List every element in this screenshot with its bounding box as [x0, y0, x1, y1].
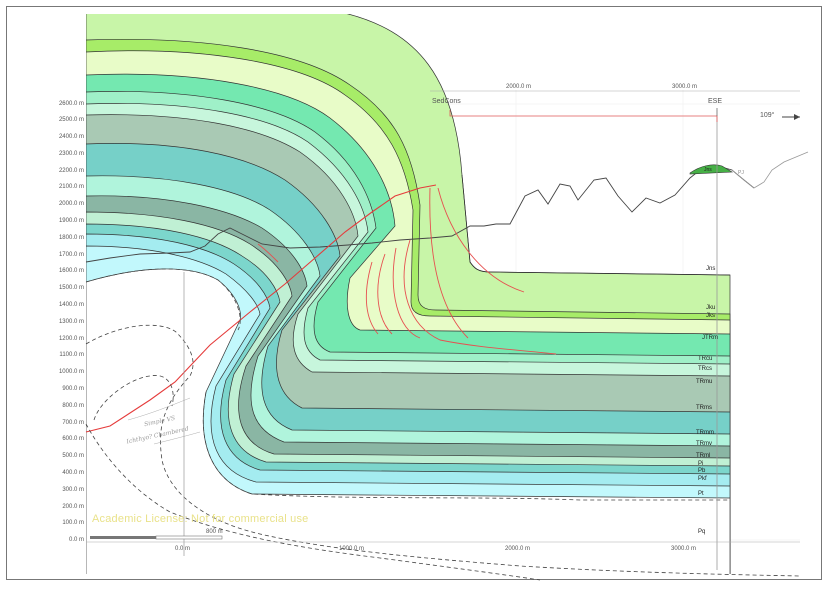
depth-label: 2200.0 m	[58, 168, 84, 174]
unit-label-pb: Pb	[698, 468, 706, 474]
side-label: PJ	[738, 170, 744, 176]
depth-label: 400.0 m	[62, 470, 84, 476]
unit-label-trcs: TRcs	[698, 366, 712, 372]
depth-label: 500.0 m	[62, 453, 84, 459]
depth-label: 800.0 m	[62, 403, 84, 409]
depth-label: 2000.0 m	[58, 201, 84, 207]
unit-label-trmu: TRmu	[696, 379, 713, 385]
unit-label-trmm: TRmm	[696, 430, 714, 436]
depth-label: 700.0 m	[62, 420, 84, 426]
depth-label: 1100.0 m	[59, 352, 84, 358]
watermark: Academic License: Not for commercial use	[92, 513, 309, 525]
splay-faults	[257, 187, 557, 355]
topography-extension	[731, 151, 809, 189]
depth-label: 1000.0 m	[58, 369, 84, 375]
depth-label: 2500.0 m	[58, 117, 84, 123]
depth-label: 1200.0 m	[58, 336, 84, 342]
unit-label-pq: Pq	[698, 529, 706, 535]
depth-label: 1400.0 m	[58, 302, 84, 308]
azimuth-label: 109°	[760, 112, 775, 119]
unit-label-trmv: TRmv	[696, 441, 712, 447]
unit-label-pkf: Pkf	[698, 476, 707, 482]
unit-label-trml: TRml	[696, 453, 711, 459]
peak-cap	[689, 164, 734, 175]
scale-bar	[90, 535, 223, 540]
depth-label: 1800.0 m	[58, 235, 84, 241]
depth-label: 900.0 m	[62, 386, 84, 392]
fold-bands	[86, 14, 731, 574]
depth-label: 2100.0 m	[58, 184, 84, 190]
depth-label: 0.0 m	[68, 537, 84, 543]
peak-label: Jns	[704, 167, 712, 173]
main-fault	[85, 184, 437, 433]
unit-label-trcu: TRcu	[698, 356, 713, 362]
unit-label-jtrm: JTRm	[702, 335, 718, 341]
unit-label-jku: Jku	[706, 305, 716, 311]
depth-label: 100.0 m	[62, 520, 84, 526]
bottom-distance-label: 1000.0 m	[339, 546, 365, 552]
location-label: SedCons	[432, 98, 461, 105]
unit-label-jks: Jks	[706, 313, 715, 319]
depth-label: 600.0 m	[62, 436, 84, 442]
depth-label: 1500.0 m	[58, 285, 84, 291]
location-bracket	[449, 110, 718, 122]
bottom-distance-label: 2000.0 m	[505, 546, 531, 552]
bottom-distance-label: 0.0 m	[175, 546, 191, 552]
depth-label: 1600.0 m	[58, 268, 84, 274]
depth-label: 1700.0 m	[58, 252, 84, 258]
azimuth-arrow-icon	[782, 114, 800, 120]
depth-label: 200.0 m	[62, 504, 84, 510]
depth-label: 2300.0 m	[58, 151, 84, 157]
end-direction-label: ESE	[708, 98, 723, 105]
unit-label-pi: Pi	[698, 461, 704, 467]
topography-line	[85, 164, 755, 263]
handwritten-note	[127, 397, 201, 445]
top-distance-label: 2000.0 m	[506, 84, 532, 90]
dashed-horizons	[85, 268, 801, 581]
unit-label-trms: TRms	[696, 405, 712, 411]
depth-label: 300.0 m	[62, 487, 84, 493]
fold-outer-edge	[461, 174, 731, 276]
depth-label: 1900.0 m	[58, 218, 84, 224]
unit-label-pt: Pt	[698, 491, 704, 497]
depth-label: 2400.0 m	[58, 134, 84, 140]
bottom-distance-label: 3000.0 m	[671, 546, 697, 552]
unit-label-jns: Jns	[706, 266, 716, 272]
top-distance-label: 3000.0 m	[672, 84, 698, 90]
depth-label: 1300.0 m	[58, 319, 84, 325]
depth-label: 2600.0 m	[58, 101, 84, 107]
scale-bar-label: 800 m	[206, 529, 223, 535]
